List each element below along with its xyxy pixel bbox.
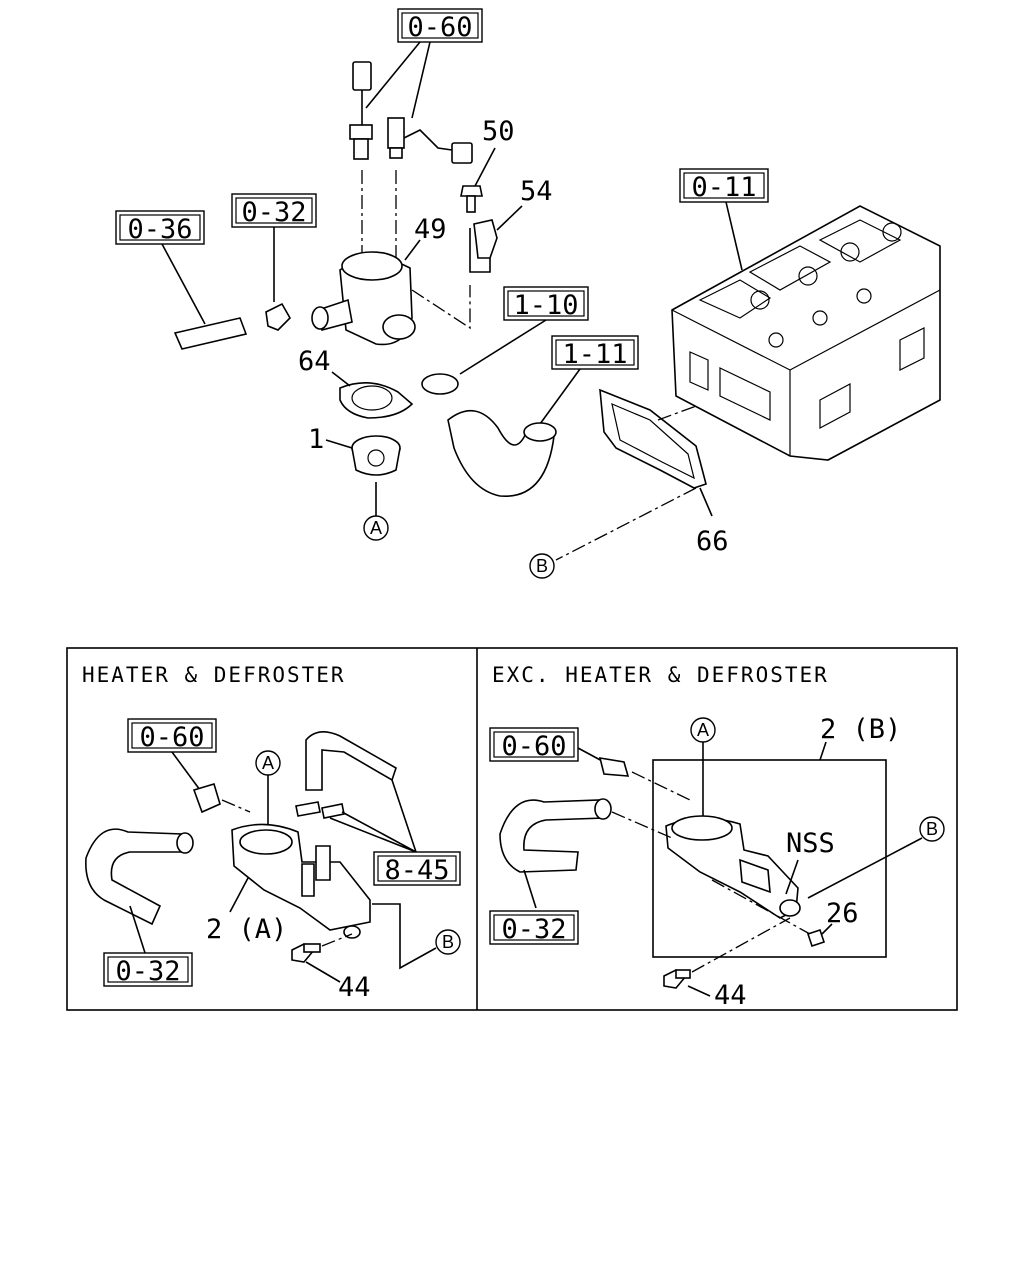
ref-box-0-60-left: 0-60 [127,718,217,753]
ref-box-1-11: 1-11 [551,335,639,370]
ref-box-0-32-top: 0-32 [231,193,317,228]
ref-label-0-36-top: 0-36 [127,214,192,245]
part-label-2b: 2 (B) [820,714,901,745]
ref-label-0-60-right: 0-60 [501,731,566,762]
panel-exc-heater-defroster: EXC. HEATER & DEFROSTER 0-60 A 2 (B) 26 … [489,663,945,1011]
panel-heater-defroster: HEATER & DEFROSTER 0-60 A 2 (A) 0-32 [82,663,461,1003]
part-label-44-left: 44 [338,972,371,1003]
heater-hose-left [85,828,187,926]
subassembly-box [652,759,887,958]
marker-b-left-text: B [442,932,454,952]
ref-box-0-60-right: 0-60 [489,727,579,762]
bolt-50: 50 [460,116,515,213]
ref-label-0-32-left: 0-32 [115,956,180,987]
part-label-64: 64 [298,346,331,377]
ref-box-0-32-right: 0-32 [489,910,579,945]
ref-label-0-11: 0-11 [691,172,756,203]
marker-b-top [529,553,555,579]
marker-b-right-text: B [926,819,938,839]
bottom-frame [66,647,958,1011]
marker-b-left [435,929,461,955]
part-label-2a: 2 (A) [206,914,287,945]
part-label-49: 49 [414,214,447,245]
marker-a-top [363,515,389,541]
panel-title-heater: HEATER & DEFROSTER [82,663,346,687]
heater-hose-right [499,799,605,873]
ref-box-8-45: 8-45 [373,851,461,886]
part-label-26: 26 [826,898,859,929]
temperature-sensor-wiring [349,61,473,262]
gasket-66: 66 B [529,388,741,579]
ref-label-0-32-right: 0-32 [501,914,566,945]
ref-label-8-45: 8-45 [384,855,449,886]
ref-box-0-11: 0-11 [679,168,769,203]
ref-box-0-32-left: 0-32 [103,952,193,987]
part-label-50: 50 [482,116,515,147]
thermostat-housing-49: 49 [311,214,471,346]
thermostat-1: 1 A [308,424,401,541]
ref-label-0-60-left: 0-60 [139,722,204,753]
ref-label-0-60-top: 0-60 [407,12,472,43]
marker-a-left-text: A [262,753,274,773]
heater-pipe [305,731,397,791]
marker-a-top-text: A [370,518,382,538]
ref-label-1-10: 1-10 [513,290,578,321]
marker-b-top-text: B [536,556,548,576]
part-label-1: 1 [308,424,324,455]
hose-clamp [421,373,459,395]
panel-title-exc-heater: EXC. HEATER & DEFROSTER [492,663,829,687]
marker-a-right-text: A [697,720,709,740]
ref-box-0-36-top: 0-36 [115,210,205,245]
ref-box-1-10: 1-10 [503,286,589,321]
ref-box-0-60-top: 0-60 [397,8,483,43]
part-label-44-right: 44 [714,980,747,1011]
marker-b-right [919,816,945,842]
ref-label-1-11: 1-11 [562,339,627,370]
gasket-64: 64 [298,346,414,419]
ref-label-0-32-top: 0-32 [241,197,306,228]
cylinder-head [671,205,941,461]
part-label-54: 54 [520,176,553,207]
part-label-nss: NSS [786,828,835,859]
bracket-54: 54 [469,176,553,273]
part-label-66: 66 [696,526,729,557]
